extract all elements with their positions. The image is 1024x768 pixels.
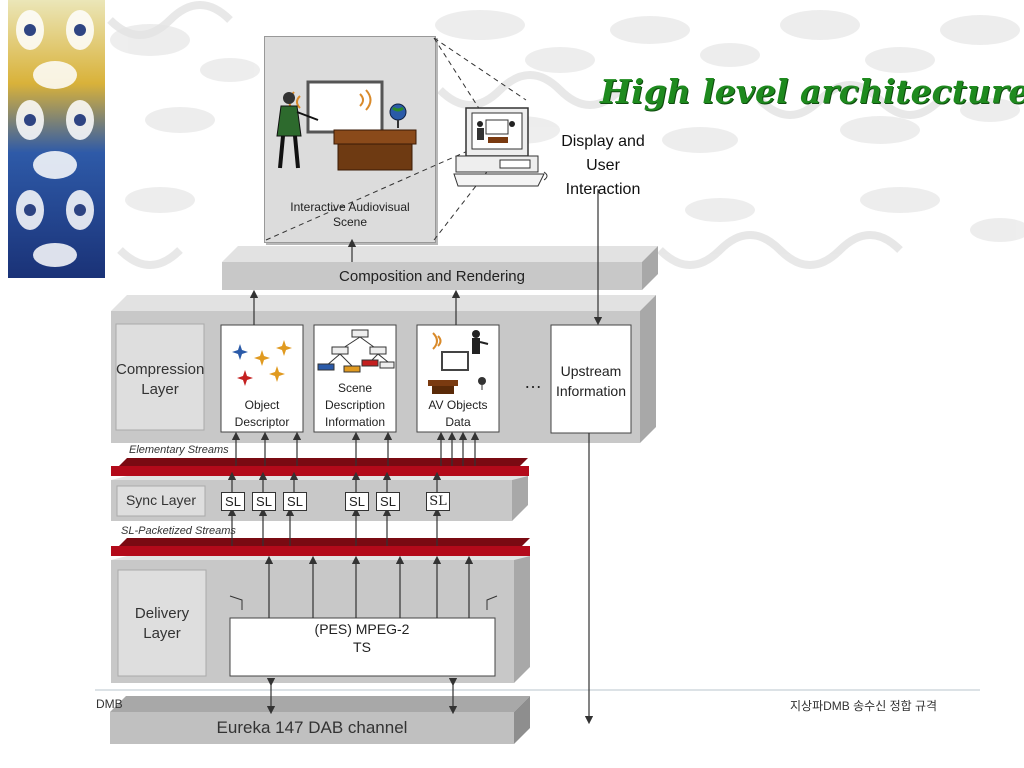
- more-objects-ellipsis: …: [524, 372, 542, 392]
- elementary-streams-label: Elementary Streams: [129, 444, 229, 456]
- object-descriptor-icon: [232, 340, 292, 386]
- sl-box: SL: [345, 492, 369, 511]
- display-interaction-label: Display and User Interaction: [561, 133, 645, 198]
- decorative-background-pattern: [8, 0, 1024, 278]
- sl-box: SL: [252, 492, 276, 511]
- computer-icon: [453, 107, 548, 187]
- av-objects-label: AV Objects Data: [428, 398, 488, 429]
- footer-left-text: DMB: [96, 697, 123, 711]
- sl-box: SL: [426, 492, 450, 511]
- footer-right-text: 지상파DMB 송수신 정합 규격: [790, 699, 938, 713]
- sl-box: SL: [283, 492, 307, 511]
- upstream-information-label: Upstream Information: [555, 363, 627, 399]
- sync-layer-label: Sync Layer: [125, 492, 197, 508]
- eureka-channel-label: Eureka 147 DAB channel: [216, 718, 408, 737]
- mpeg2-ts-label: (PES) MPEG-2 TS: [314, 621, 410, 655]
- scene-description-label: Scene Description Information: [324, 381, 386, 429]
- sl-packetized-streams-label: SL-Packetized Streams: [121, 525, 236, 537]
- delivery-layer-label: Delivery Layer: [134, 605, 190, 642]
- object-descriptor-label: Object Descriptor: [234, 398, 290, 429]
- scene-label: Interactive Audiovisual Scene: [290, 200, 410, 229]
- compression-layer-label: Compression Layer: [116, 361, 205, 398]
- scene-tree-icon: [317, 329, 395, 373]
- page-title: High level architecture: [600, 72, 1024, 111]
- composition-rendering-label: Composition and Rendering: [339, 268, 525, 285]
- presenter-scene-icon: [276, 80, 417, 171]
- av-objects-icon: [428, 330, 489, 394]
- sl-box: SL: [376, 492, 400, 511]
- sl-box: SL: [221, 492, 245, 511]
